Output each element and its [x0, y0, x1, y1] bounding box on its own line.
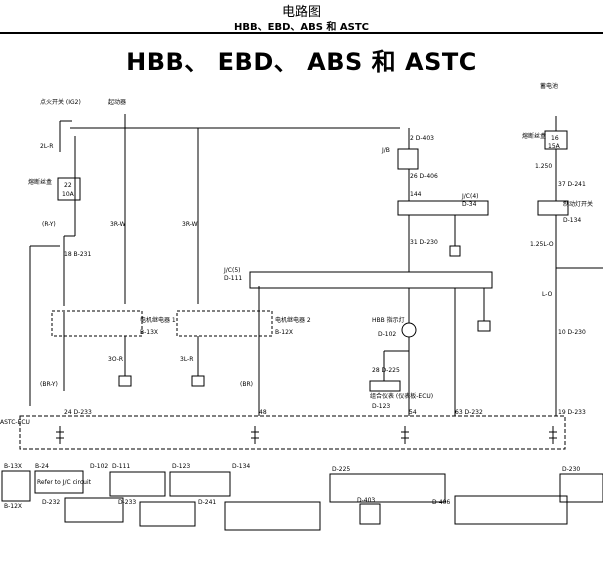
header-title: 电路图: [281, 5, 321, 20]
wire-3or-label: 3O-R: [108, 356, 123, 363]
combo-label: 组合仪表 (仪表板-ECU): [370, 392, 433, 400]
conn-list-0: B-13X: [4, 463, 22, 470]
p28-label: 28 D-225: [372, 367, 400, 374]
astc-label: ASTC-ECU: [0, 419, 30, 426]
hbb-conn-label: D-102: [378, 331, 396, 338]
relay2-label: 电机继电器 2: [275, 316, 311, 324]
wire-3rw-label-2: 3R-W: [182, 221, 198, 228]
p63-label: 63 D-232: [455, 409, 483, 416]
jc5-conn-label: D-111: [224, 275, 242, 282]
conn-list-1: B-24: [35, 463, 49, 470]
fuse22-box-label: 熔断丝盒: [28, 178, 52, 186]
wiring-diagram: 点火开关 (IG2) 起动器 蓄电池 2L-R 22 10A 熔断丝盒 (R-Y…: [0, 82, 603, 531]
p31-label: 31 D-230: [410, 239, 438, 246]
jc4-label: J/C(4): [461, 193, 478, 200]
fuse22-label: 22: [64, 182, 72, 189]
header-rule: [0, 32, 603, 34]
ig2-label: 点火开关 (IG2): [40, 98, 81, 106]
conn-list-7: D-230: [562, 466, 580, 473]
conn-list-12: D-403: [357, 497, 375, 504]
stop-sw-label: 制动灯开关: [563, 200, 593, 208]
stop-conn-label: D-134: [563, 217, 581, 224]
conn-list-11: D-241: [198, 499, 216, 506]
combo-conn-label: D-123: [372, 403, 390, 410]
hbb-label: HBB 指示灯: [372, 316, 405, 324]
p26-label: 26 D-406: [410, 173, 438, 180]
p144-label: 144: [410, 191, 422, 198]
jb-label: J/B: [381, 147, 390, 154]
wire-bry-label: (BR-Y): [40, 381, 58, 388]
conn-list-9: D-232: [42, 499, 60, 506]
conn-list-10: D-233: [118, 499, 136, 506]
relay1-label: 电机继电器 1: [140, 316, 176, 324]
relay1-conn-label: B-13X: [140, 329, 158, 336]
conn-list-8: B-12X: [4, 503, 22, 510]
relay2-conn-label: B-12X: [275, 329, 293, 336]
p37-label: 37 D-241: [558, 181, 586, 188]
header-subtitle: HBB、EBD、ABS 和 ASTC: [234, 22, 369, 33]
fuse16-label: 16: [551, 135, 559, 142]
wire-3lr-label: 3L-R: [180, 356, 193, 363]
b233-label: 24 D-233: [64, 409, 92, 416]
conn-list-6: D-225: [332, 466, 350, 473]
wire-3rw-label-1: 3R-W: [110, 221, 126, 228]
p54-label: 54: [409, 409, 417, 416]
ig2-wire-label: 2L-R: [40, 143, 53, 150]
conn-list-5: D-134: [232, 463, 250, 470]
jc4-conn-label: D-34: [462, 201, 477, 208]
jc5-label: J/C(5): [223, 267, 240, 274]
fuse16-box-label: 熔断丝盒: [522, 132, 546, 140]
p1250a-label: 1.250: [535, 163, 552, 170]
d403-label: 2 D-403: [410, 135, 434, 142]
conn-list-4: D-123: [172, 463, 190, 470]
wire-lo-label: L-O: [542, 291, 553, 298]
conn-list-3: D-111: [112, 463, 130, 470]
fuse16-amp-label: 15A: [548, 143, 561, 150]
p10-label: 10 D-230: [558, 329, 586, 336]
conn-list-13: D-406: [432, 499, 450, 506]
p48-label: 48: [259, 409, 267, 416]
main-title: HBB、 EBD、 ABS 和 ASTC: [126, 48, 477, 76]
refer-label: Refer to J/C circuit: [37, 479, 92, 486]
fuse22-amp-label: 10A: [62, 191, 75, 198]
conn-list-2: D-102: [90, 463, 108, 470]
page-header: 电路图 HBB、EBD、ABS 和 ASTC: [0, 0, 603, 34]
starter-label: 起动器: [108, 98, 126, 106]
p125lo-label: 1.25L-O: [530, 241, 554, 248]
wire-br-label: (BR): [240, 381, 253, 388]
wire-ry-label: (R-Y): [42, 221, 56, 228]
battery-label: 蓄电池: [540, 82, 558, 90]
p19-label: 19 D-233: [558, 409, 586, 416]
conn-b231-label: 18 B-231: [64, 251, 91, 258]
